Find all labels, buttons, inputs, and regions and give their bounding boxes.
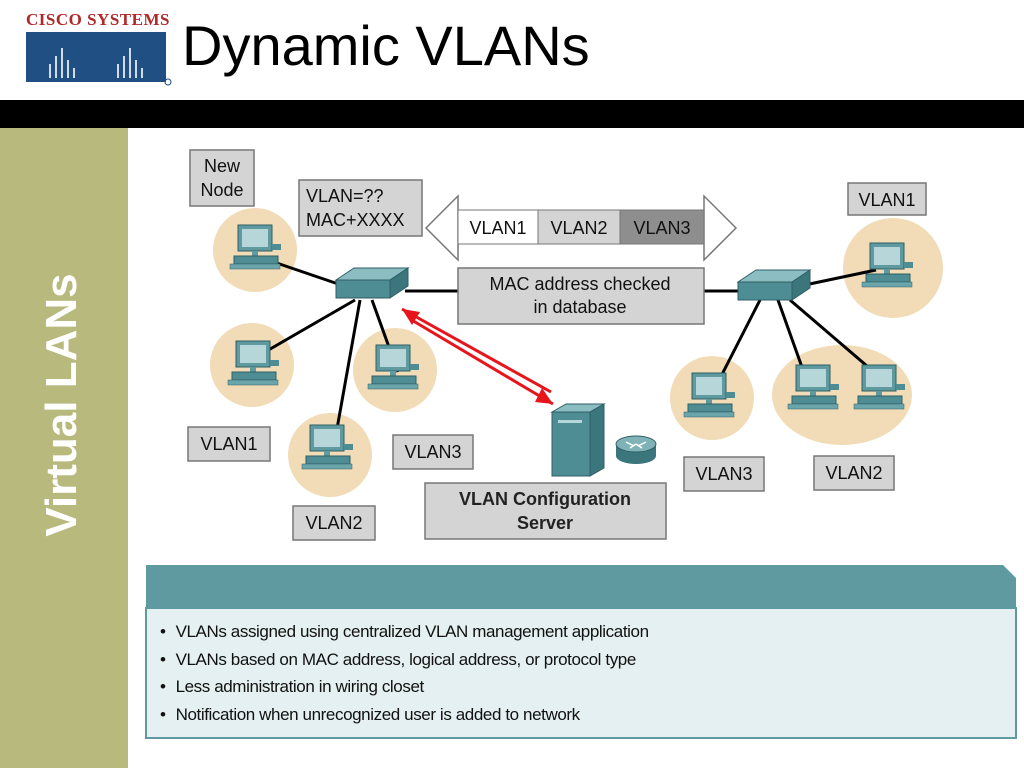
server-label-line1: VLAN Configuration [459, 489, 631, 509]
bullet-item: VLANs assigned using centralized VLAN ma… [160, 618, 649, 646]
query-label-line2: MAC+XXXX [306, 210, 405, 230]
mac-check-line1: MAC address checked [489, 274, 670, 294]
left-vlan2-label: VLAN2 [305, 513, 362, 533]
right-vlan3-label: VLAN3 [695, 464, 752, 484]
switch-left-icon [335, 267, 409, 299]
bullet-item: VLANs based on MAC address, logical addr… [160, 646, 649, 674]
server-label-line2: Server [517, 513, 573, 533]
side-band [0, 128, 128, 768]
mac-check-line2: in database [533, 297, 626, 317]
slide-title: Dynamic VLANs [182, 14, 590, 77]
left-vlan1-label: VLAN1 [200, 434, 257, 454]
info-bullets: VLANs assigned using centralized VLAN ma… [160, 618, 649, 728]
server-icon [550, 403, 606, 477]
bullet-item: Less administration in wiring closet [160, 673, 649, 701]
switch-right-icon [737, 269, 811, 301]
logo-text: CISCO SYSTEMS [26, 10, 170, 29]
router-icon [615, 435, 657, 464]
right-vlan1-label: VLAN1 [858, 190, 915, 210]
query-arrows [401, 307, 554, 406]
cisco-logo: CISCO SYSTEMS [26, 10, 172, 88]
cisco-bridge-icon [26, 32, 172, 86]
banner-vlan3: VLAN3 [633, 218, 690, 238]
title-underline-bar [0, 100, 1024, 128]
left-vlan3-label: VLAN3 [404, 442, 461, 462]
new-node-label-line2: Node [200, 180, 243, 200]
query-label-line1: VLAN=?? [306, 186, 384, 206]
new-node-label-line1: New [204, 156, 241, 176]
label-boxes [187, 149, 927, 541]
vlan-banner [424, 194, 738, 262]
banner-vlan2: VLAN2 [550, 218, 607, 238]
right-vlan2-label: VLAN2 [825, 463, 882, 483]
banner-vlan1: VLAN1 [469, 218, 526, 238]
bullet-item: Notification when unrecognized user is a… [160, 701, 649, 729]
